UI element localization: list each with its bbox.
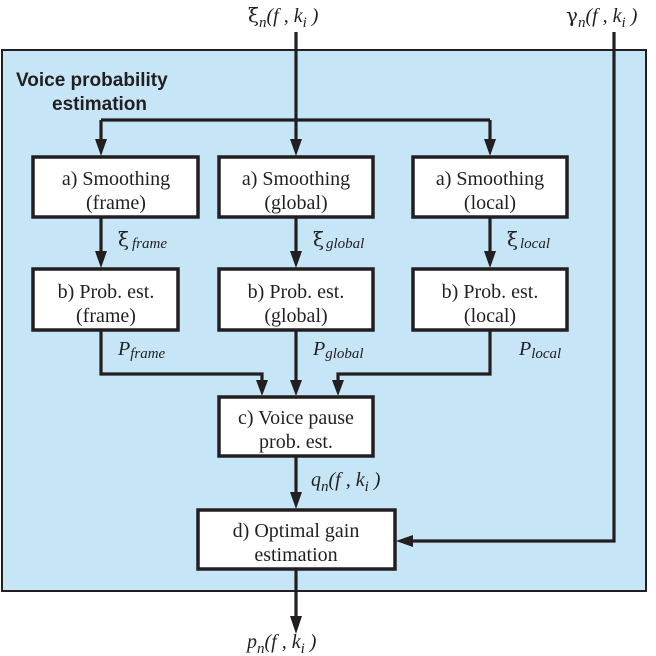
optimal-gain-block: d) Optimal gain estimation xyxy=(196,508,397,571)
input-gamma-label: γn(f , ki ) xyxy=(566,3,638,31)
panel-title-line1: Voice probability xyxy=(16,70,168,91)
arrow-head xyxy=(484,139,496,156)
arrow-head xyxy=(290,492,302,509)
svg-text:(frame): (frame) xyxy=(86,192,146,214)
arrow-head xyxy=(396,535,413,547)
svg-text:b) Prob. est.: b) Prob. est. xyxy=(442,281,539,303)
arrow-head xyxy=(256,380,268,396)
svg-text:c) Voice pause: c) Voice pause xyxy=(238,407,354,429)
q-signal-label: qn(f , ki ) xyxy=(311,469,381,495)
svg-text:b) Prob. est.: b) Prob. est. xyxy=(248,281,345,303)
p-local-label: Plocal xyxy=(518,338,561,362)
prob-est-local-block: b) Prob. est. (local) xyxy=(411,267,569,332)
smoothing-frame-block: a) Smoothing (frame) xyxy=(31,155,200,219)
arrow-head xyxy=(332,380,344,396)
svg-text:(local): (local) xyxy=(464,305,516,327)
panel-title-line2: estimation xyxy=(52,94,147,115)
svg-text:b) Prob. est.: b) Prob. est. xyxy=(58,281,155,303)
prob-est-frame-block: b) Prob. est. (frame) xyxy=(31,267,180,332)
svg-text:d) Optimal gain: d) Optimal gain xyxy=(233,520,360,542)
prob-est-global-block: b) Prob. est. (global) xyxy=(217,267,375,332)
arrow-head xyxy=(290,616,302,634)
arrow-heads xyxy=(95,139,496,634)
svg-text:a) Smoothing: a) Smoothing xyxy=(242,168,350,190)
input-xi-label: ξn(f , ki ) xyxy=(248,3,319,31)
arrow-head xyxy=(484,251,496,268)
svg-text:a) Smoothing: a) Smoothing xyxy=(62,168,170,190)
arrow-head xyxy=(290,380,302,396)
output-p-label: pn(f , ki ) xyxy=(245,631,317,656)
p-frame-label: Pframe xyxy=(117,338,166,362)
smoothing-local-block: a) Smoothing (local) xyxy=(411,155,569,219)
arrow-head xyxy=(95,139,107,156)
smoothing-global-block: a) Smoothing (global) xyxy=(217,155,375,219)
svg-text:a) Smoothing: a) Smoothing xyxy=(436,168,544,190)
svg-text:prob. est.: prob. est. xyxy=(259,431,333,453)
svg-text:(global): (global) xyxy=(264,192,327,214)
svg-text:(frame): (frame) xyxy=(76,305,136,327)
svg-text:estimation: estimation xyxy=(254,544,337,566)
connection-lines xyxy=(99,32,616,618)
arrow-head xyxy=(290,251,302,268)
arrow-head xyxy=(95,251,107,268)
p-global-label: Pglobal xyxy=(312,338,364,362)
arrow-head xyxy=(290,139,302,156)
svg-text:(global): (global) xyxy=(264,305,327,327)
voice-pause-block: c) Voice pause prob. est. xyxy=(217,395,375,458)
svg-text:(local): (local) xyxy=(464,192,516,214)
